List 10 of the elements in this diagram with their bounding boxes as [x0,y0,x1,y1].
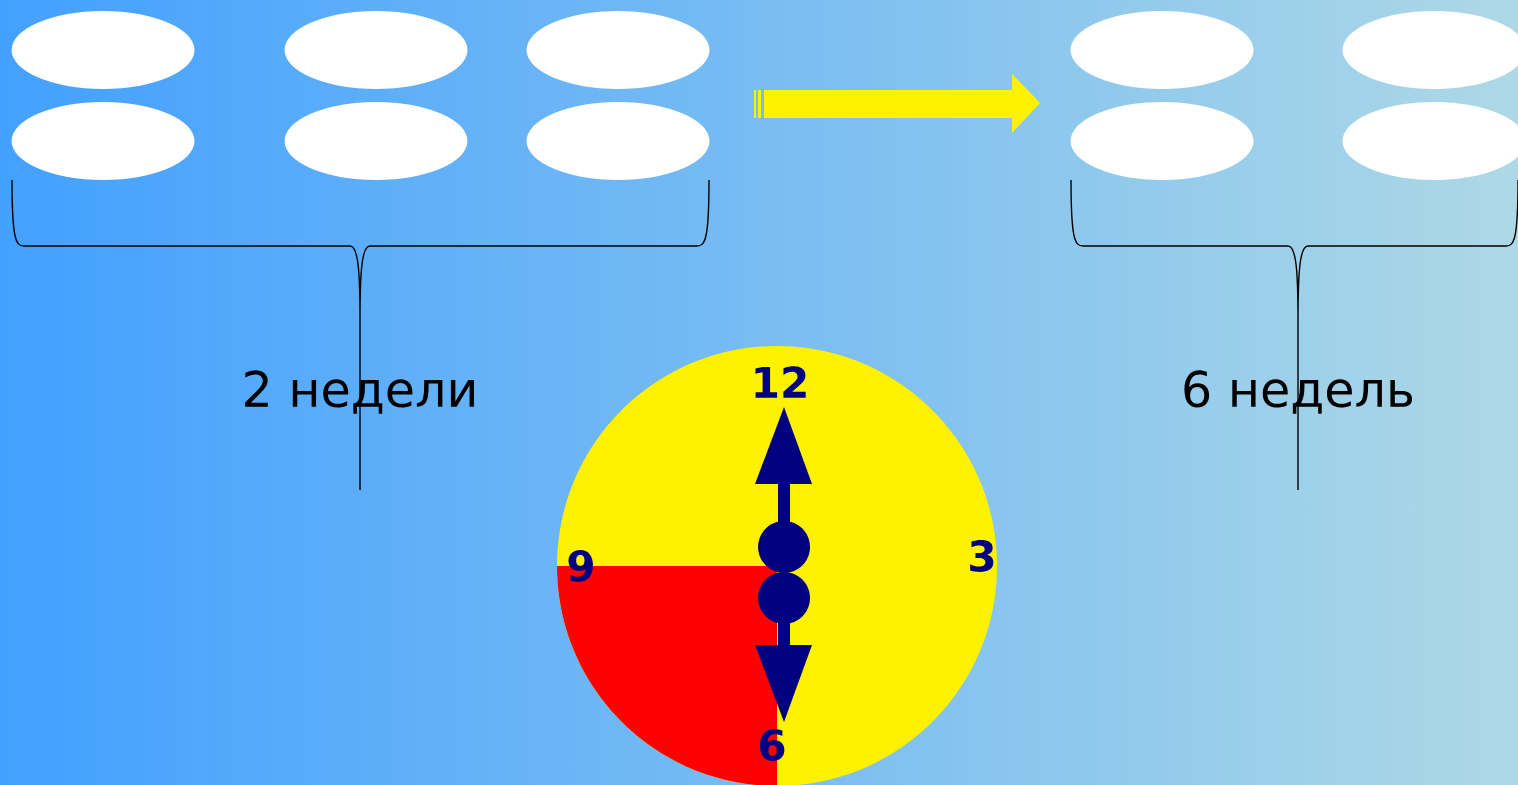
oval-shape [526,102,710,180]
clock-numeral: 3 [970,540,994,572]
oval-shape [1070,102,1254,180]
oval-shape [284,102,468,180]
oval-shape [284,11,468,89]
oval-shape [11,102,195,180]
oval-shape [1070,11,1254,89]
oval-shape [11,11,195,89]
clock-numeral: 12 [755,366,806,398]
oval-shape [526,11,710,89]
